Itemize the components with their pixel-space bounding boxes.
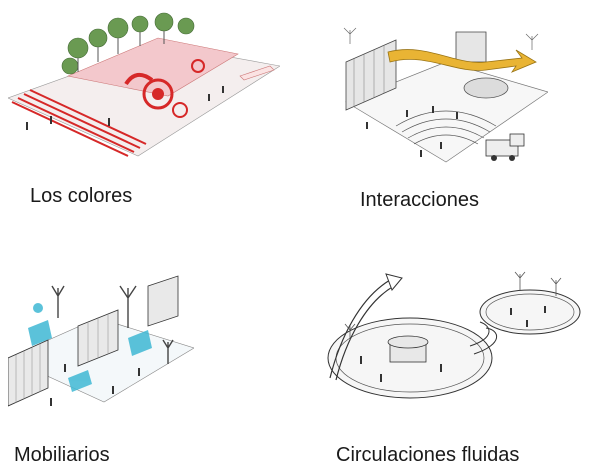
caption-los-colores: Los colores <box>30 185 133 207</box>
fluid-circulation-sketch <box>327 271 581 399</box>
caption-interacciones: Interacciones <box>360 189 479 211</box>
caption-circulaciones-fluidas: Circulaciones fluidas <box>336 444 520 466</box>
interactions-courtyard-sketch <box>343 27 548 163</box>
colorful-plaza-sketch <box>8 12 280 157</box>
furniture-space-sketch <box>8 275 194 407</box>
caption-mobiliarios: Mobiliarios <box>14 444 110 466</box>
